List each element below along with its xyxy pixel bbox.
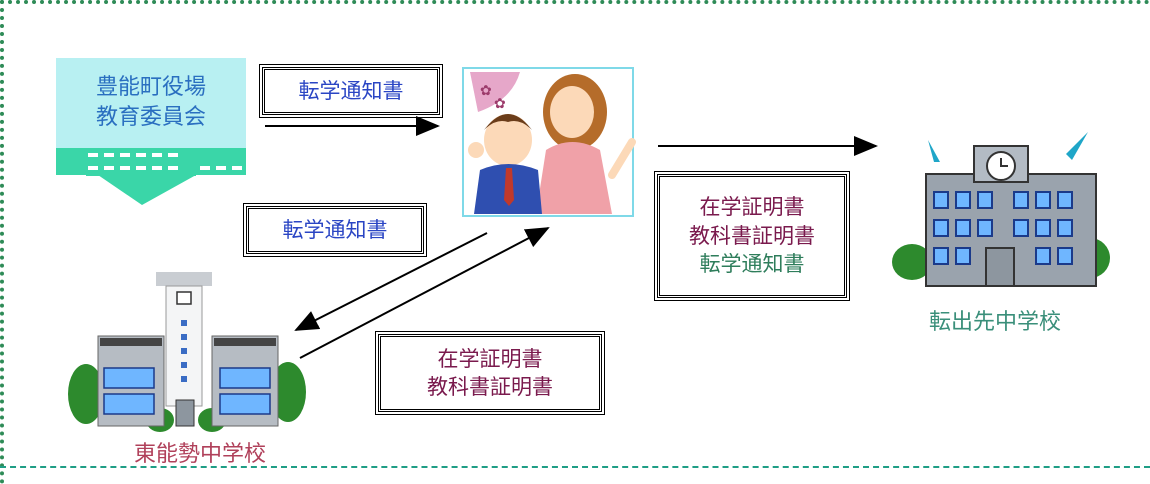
school-building-icon	[68, 272, 306, 432]
school-building-icon	[892, 132, 1110, 287]
document-label: 教科書証明書	[427, 375, 553, 399]
svg-text:✿: ✿	[480, 83, 492, 99]
arrow-family-to-origin	[294, 232, 488, 331]
document-label: 転学通知書	[298, 78, 404, 103]
office-name-line1: 豊能町役場	[95, 75, 206, 101]
document-box-bottom: 在学証明書 教科書証明書	[375, 331, 605, 415]
government-building-icon	[56, 148, 246, 205]
document-box-middle: 転学通知書	[243, 203, 427, 257]
document-label: 転学通知書	[699, 252, 805, 277]
document-box-right: 在学証明書 教科書証明書 転学通知書	[654, 171, 850, 301]
document-label: 教科書証明書	[689, 223, 815, 248]
document-box-top: 転学通知書	[259, 64, 443, 118]
family-icon: ✿ ✿	[462, 67, 636, 217]
frame-border-left	[0, 0, 4, 484]
origin-school-name: 東能勢中学校	[133, 442, 266, 467]
document-label: 転学通知書	[282, 217, 388, 242]
destination-school-name: 転出先中学校	[928, 310, 1061, 335]
frame-border-bottom	[0, 466, 1150, 468]
document-label: 在学証明書	[699, 195, 805, 220]
frame-border-top	[0, 0, 1150, 4]
document-label: 在学証明書	[437, 346, 543, 371]
office-name-line2: 教育委員会	[95, 105, 206, 130]
office-name: 豊能町役場 教育委員会	[56, 58, 246, 148]
svg-text:✿: ✿	[494, 96, 506, 112]
arrow-origin-to-family	[299, 227, 550, 359]
